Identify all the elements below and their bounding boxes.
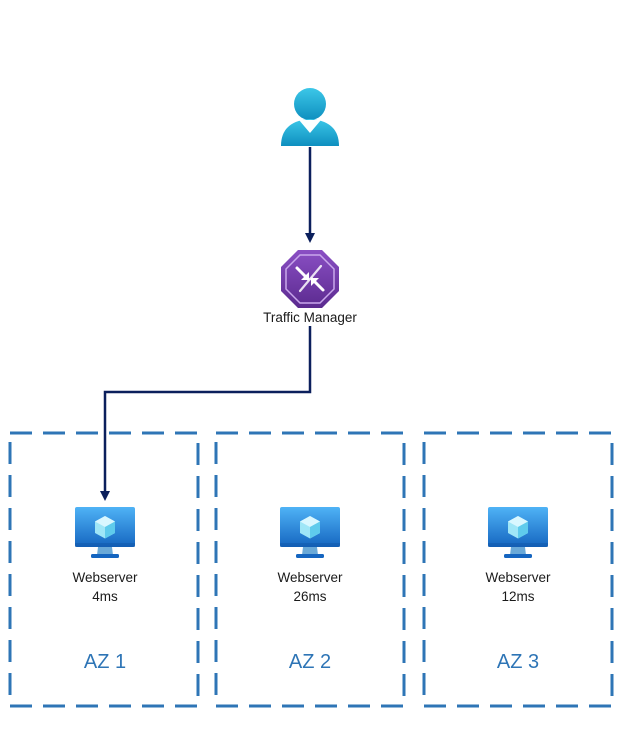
connector-traffic-manager-to-webserver-1 — [100, 326, 312, 501]
user-icon — [281, 88, 339, 146]
webserver-3-latency: 12ms — [501, 589, 535, 604]
webserver-2-name: Webserver — [277, 570, 343, 585]
webserver-1-name: Webserver — [72, 570, 138, 585]
zone-1-label: AZ 1 — [83, 651, 127, 673]
webserver-2-latency: 26ms — [293, 589, 327, 604]
virtual-machine-icon — [280, 507, 340, 558]
webserver-1-latency: 4ms — [92, 589, 118, 604]
zone-2-label: AZ 2 — [288, 651, 332, 673]
traffic-manager-icon — [281, 250, 339, 308]
webserver-3-name: Webserver — [485, 570, 551, 585]
traffic-manager-label: Traffic Manager — [263, 310, 357, 325]
virtual-machine-icon — [75, 507, 135, 558]
zone-3-label: AZ 3 — [496, 651, 540, 673]
virtual-machine-icon — [488, 507, 548, 558]
